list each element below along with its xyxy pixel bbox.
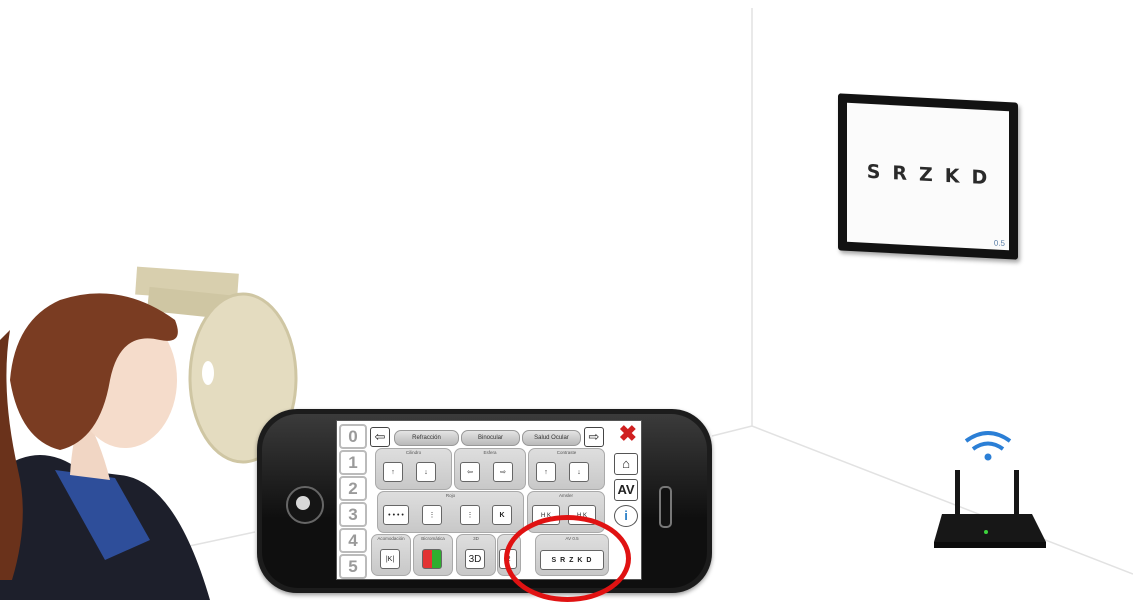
group-acomodacion: Acomodación |K| (371, 534, 411, 576)
number-button-3[interactable]: 3 (339, 502, 367, 527)
home-icon[interactable]: ⌂ (614, 453, 638, 475)
contrast-up-button[interactable]: ↑ (536, 462, 556, 482)
av-button[interactable]: AV (614, 479, 638, 501)
optotype-letters: SRZKD (847, 160, 1009, 190)
group-esfera: Esfera ⇦ ⇨ (454, 448, 526, 490)
tab-salud-ocular[interactable]: Salud Ocular (522, 430, 581, 446)
eye-chart-monitor: SRZKD 0.5 (838, 93, 1018, 259)
close-icon[interactable]: ✖ (619, 424, 637, 444)
top-navigation: ⇦ Refracción Binocular Salud Ocular ⇨ (370, 424, 616, 446)
sph-right-button[interactable]: ⇨ (493, 462, 513, 482)
dots-alt-button[interactable]: ⋮ (460, 505, 480, 525)
group-label: Contraste (529, 450, 604, 455)
info-icon[interactable]: i (614, 505, 638, 527)
patient-image (0, 293, 210, 600)
accommodation-button[interactable]: |K| (380, 549, 400, 569)
contrast-down-button[interactable]: ↓ (569, 462, 589, 482)
wifi-router-image (934, 433, 1046, 548)
group-label: Rojo (378, 493, 523, 498)
dots-vertical-button[interactable]: ⋮ (422, 505, 442, 525)
dots-horizontal-button[interactable]: • • • • (383, 505, 409, 525)
group-bicromatica: Bicromática (413, 534, 453, 576)
letter-k-button[interactable]: K (492, 505, 512, 525)
monitor-screen: SRZKD 0.5 (847, 103, 1009, 250)
number-button-4[interactable]: 4 (339, 528, 367, 553)
tab-refraccion[interactable]: Refracción (394, 430, 459, 446)
group-label: Acomodación (372, 536, 410, 541)
cyl-down-button[interactable]: ↓ (416, 462, 436, 482)
number-button-5[interactable]: 5 (339, 554, 367, 579)
acuity-value: 0.5 (994, 238, 1005, 248)
group-label: Amsler (528, 493, 604, 498)
group-label: Esfera (455, 450, 525, 455)
highlight-circle (504, 515, 631, 602)
group-contraste: Contraste ↑ ↓ (528, 448, 605, 490)
group-label: Cilindro (376, 450, 451, 455)
number-button-0[interactable]: 0 (339, 424, 367, 449)
group-cilindro: Cilindro ↑ ↓ (375, 448, 452, 490)
group-label: 3D (457, 536, 495, 541)
group-label: Bicromática (414, 536, 452, 541)
nav-right-arrow-icon[interactable]: ⇨ (584, 427, 604, 447)
bichrome-button[interactable] (422, 549, 442, 569)
group-rojo: Rojo • • • • ⋮ ⋮ K (377, 491, 524, 533)
number-button-1[interactable]: 1 (339, 450, 367, 475)
nav-left-arrow-icon[interactable]: ⇦ (370, 427, 390, 447)
3d-button[interactable]: 3D (465, 549, 485, 569)
phone-speaker (659, 486, 672, 528)
phone-home-button[interactable] (286, 486, 324, 524)
tab-binocular[interactable]: Binocular (461, 430, 520, 446)
group-3d: 3D 3D (456, 534, 496, 576)
cyl-up-button[interactable]: ↑ (383, 462, 403, 482)
number-button-2[interactable]: 2 (339, 476, 367, 501)
sph-left-button[interactable]: ⇦ (460, 462, 480, 482)
